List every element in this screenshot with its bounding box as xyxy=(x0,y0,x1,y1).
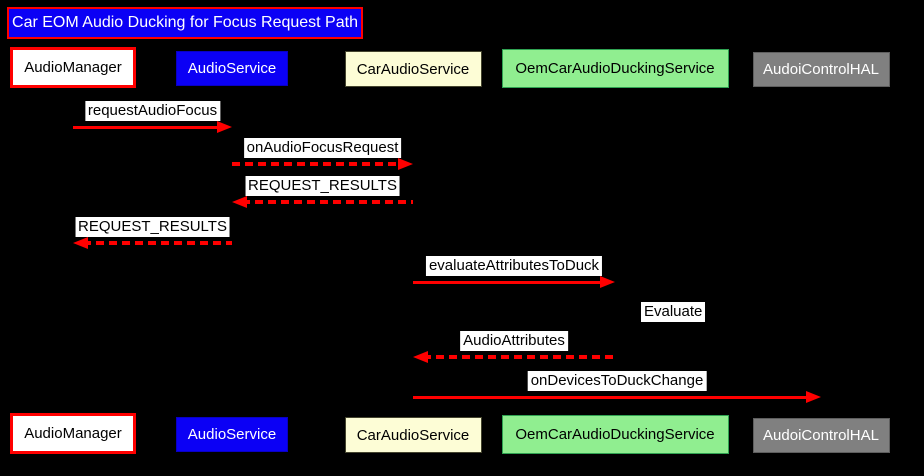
message-label-6: AudioAttributes xyxy=(460,331,568,351)
dashed-arrow-line-3 xyxy=(83,241,232,245)
message-label-3: REQUEST_RESULTS xyxy=(75,217,230,237)
arrowhead-right-icon xyxy=(398,158,413,170)
dashed-arrow-line-2 xyxy=(242,200,413,204)
message-label-0: requestAudioFocus xyxy=(84,101,221,121)
arrowhead-left-icon xyxy=(232,196,247,208)
arrowhead-left-icon xyxy=(73,237,88,249)
participant-audioservice-top: AudioService xyxy=(176,51,288,86)
participant-audiomanager-bottom: AudioManager xyxy=(10,413,136,454)
participant-audoicontrolhal-bottom: AudoiControlHAL xyxy=(752,418,890,453)
dashed-arrow-line-6 xyxy=(423,355,615,359)
arrowhead-right-icon xyxy=(217,121,232,133)
arrowhead-left-icon xyxy=(413,351,428,363)
solid-arrow-line-7 xyxy=(413,396,811,399)
participant-caraudioservice-bottom: CarAudioService xyxy=(344,417,482,453)
dashed-arrow-line-1 xyxy=(232,162,403,166)
message-label-4: evaluateAttributesToDuck xyxy=(425,256,603,276)
participant-caraudioservice-top: CarAudioService xyxy=(344,51,482,87)
message-label-2: REQUEST_RESULTS xyxy=(245,176,400,196)
arrowhead-right-icon xyxy=(806,391,821,403)
participant-oemcaraudioduckingservice-top: OemCarAudioDuckingService xyxy=(501,49,729,88)
participant-oemcaraudioduckingservice-bottom: OemCarAudioDuckingService xyxy=(501,415,729,454)
participant-audoicontrolhal-top: AudoiControlHAL xyxy=(752,52,890,87)
arrowhead-right-icon xyxy=(600,276,615,288)
participant-audiomanager-top: AudioManager xyxy=(10,47,136,88)
diagram-title: Car EOM Audio Ducking for Focus Request … xyxy=(7,7,363,39)
message-label-7: onDevicesToDuckChange xyxy=(527,371,707,391)
solid-arrow-line-0 xyxy=(73,126,222,129)
message-label-5: Evaluate xyxy=(641,302,706,322)
solid-arrow-line-4 xyxy=(413,281,605,284)
message-label-1: onAudioFocusRequest xyxy=(243,138,402,158)
participant-audioservice-bottom: AudioService xyxy=(176,417,288,452)
